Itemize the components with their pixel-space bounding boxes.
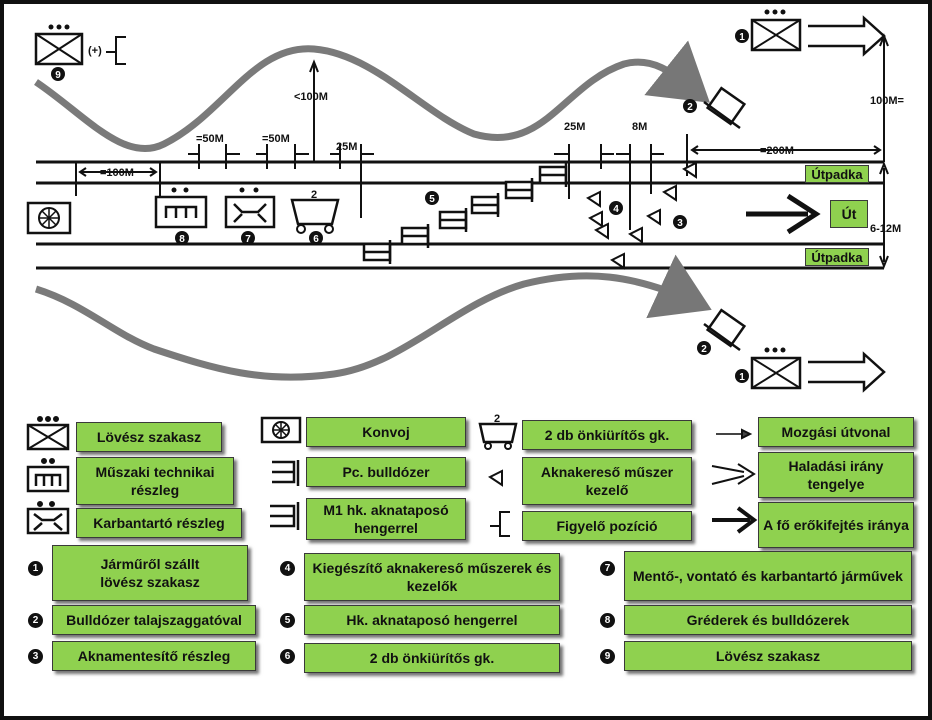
distance-50m-b: =50M xyxy=(262,133,290,145)
bulldozer-ripper-top-icon xyxy=(703,86,747,130)
number-badges: 9 1 1 2 2 3 4 5 6 7 8 xyxy=(51,29,749,383)
legend-label-mine-detector: Aknakereső műszer kezelő xyxy=(522,457,692,505)
rifle-platoon-1-top-icon xyxy=(750,9,802,52)
legend-label-rifle-platoon: Lövész szakasz xyxy=(76,422,222,452)
legend-numbered-7: Mentő-, vontató és karbantartó járművek xyxy=(624,551,912,601)
legend-convoy-icon xyxy=(260,416,302,444)
svg-text:3: 3 xyxy=(677,218,683,229)
legend-label-movement-route: Mozgási útvonal xyxy=(758,417,914,447)
legend-number-8: 8 xyxy=(600,613,615,628)
legend-number-7: 7 xyxy=(600,561,615,576)
distance-25m-b: 25M xyxy=(564,121,585,133)
vertical-dimension-right xyxy=(879,33,889,269)
svg-text:2: 2 xyxy=(687,102,693,113)
mine-rollers xyxy=(362,163,568,264)
legend-bulldozer-icon xyxy=(272,460,300,486)
advance-axis-arrow-top xyxy=(808,15,886,57)
distance-8m: 8M xyxy=(632,121,647,133)
road-shoulder-top-label: Útpadka xyxy=(805,165,869,183)
legend-label-engineer: Műszaki technikai részleg xyxy=(76,457,234,505)
legend-label-dump-trucks: 2 db önkiürítős gk. xyxy=(522,420,692,450)
observation-position-icon xyxy=(106,36,126,65)
legend-number-5: 5 xyxy=(280,613,295,628)
road-shoulder-bottom-label: Útpadka xyxy=(805,248,869,266)
distance-6-12m: 6-12M xyxy=(870,223,901,235)
legend-label-advance-axis: Haladási irány tengelye xyxy=(758,452,914,498)
svg-text:2: 2 xyxy=(494,413,500,425)
movement-route-top xyxy=(34,40,710,153)
dump-trucks-mark-2: 2 xyxy=(311,189,317,201)
distance-50m-a: =50M xyxy=(196,133,224,145)
legend-engineer-icon xyxy=(26,458,70,493)
legend-number-2: 2 xyxy=(28,613,43,628)
legend-mine-detector-icon xyxy=(488,469,503,487)
road-label: Út xyxy=(830,200,868,228)
distance-25m-a: 25M xyxy=(336,141,357,153)
legend-label-main-effort: A fő erőkifejtés iránya xyxy=(758,502,914,548)
legend-number-6: 6 xyxy=(280,649,295,664)
legend-number-1: 1 xyxy=(28,561,43,576)
legend-numbered-2: Bulldózer talajszaggatóval xyxy=(52,605,256,635)
legend-label-convoy: Konvoj xyxy=(306,417,466,447)
dump-trucks-icon xyxy=(290,198,340,234)
mine-roller-icon xyxy=(362,240,392,264)
route-clearance-diagram: (+) 100M= 6-12M xyxy=(26,9,904,537)
mine-detector-operators xyxy=(586,161,697,270)
graders-bulldozers-icon xyxy=(154,187,208,229)
distance-100m-right: 100M= xyxy=(870,95,904,107)
rifle-platoon-9-icon xyxy=(34,24,84,66)
legend-rifle-platoon-icon xyxy=(26,416,70,451)
svg-text:2: 2 xyxy=(701,344,707,355)
distance-100m-left: =100M xyxy=(100,167,134,179)
svg-text:6: 6 xyxy=(313,234,319,245)
distance-200m: =200M xyxy=(760,145,794,157)
mine-roller-icon xyxy=(538,163,568,187)
legend-number-9: 9 xyxy=(600,649,615,664)
legend-dump-trucks-icon xyxy=(478,422,518,450)
legend-label-bulldozer: Pc. bulldózer xyxy=(306,457,466,487)
legend-numbered-8: Gréderek és bulldózerek xyxy=(624,605,912,635)
legend-maintenance-icon xyxy=(26,501,70,535)
legend-numbered-1: Járműről szállt lövész szakasz xyxy=(52,545,248,601)
mine-roller-icon xyxy=(400,224,430,248)
observer-plus-label: (+) xyxy=(88,45,102,57)
legend-main-effort-icon xyxy=(712,506,758,534)
legend-observation-icon xyxy=(490,511,510,537)
road-lines xyxy=(36,160,884,270)
svg-text:4: 4 xyxy=(613,204,619,215)
bulldozer-ripper-bottom-icon xyxy=(703,308,747,352)
legend-number-4: 4 xyxy=(280,561,295,576)
recovery-maintenance-icon xyxy=(224,187,276,229)
legend-number-3: 3 xyxy=(28,649,43,664)
movement-route-bottom xyxy=(34,254,712,381)
legend-numbered-5: Hk. aknataposó hengerrel xyxy=(304,605,560,635)
dimension-arrows xyxy=(78,59,882,177)
advance-axis-arrow-bottom xyxy=(808,351,886,393)
legend-numbered-6: 2 db önkiürítős gk. xyxy=(304,643,560,673)
svg-text:7: 7 xyxy=(245,234,251,245)
legend-mine-roller-icon xyxy=(270,502,300,530)
svg-text:9: 9 xyxy=(55,70,61,81)
mine-roller-icon xyxy=(470,193,500,217)
legend-label-observation: Figyelő pozíció xyxy=(522,511,692,541)
main-effort-arrow xyxy=(746,193,821,235)
mine-roller-icon xyxy=(504,178,534,202)
svg-text:5: 5 xyxy=(429,194,435,205)
legend-label-mine-roller: M1 hk. aknataposó hengerrel xyxy=(306,498,466,540)
svg-text:1: 1 xyxy=(739,32,745,43)
rifle-platoon-1-bottom-icon xyxy=(750,347,802,390)
svg-text:1: 1 xyxy=(739,372,745,383)
legend-numbered-9: Lövész szakasz xyxy=(624,641,912,671)
mine-roller-icon xyxy=(438,208,468,232)
legend-numbered-4: Kiegészítő aknakereső műszerek és kezelő… xyxy=(304,553,560,601)
svg-text:8: 8 xyxy=(179,234,185,245)
distance-100m-vertical: <100M xyxy=(294,91,328,103)
convoy-icon xyxy=(26,201,72,235)
legend-label-maintenance: Karbantartó részleg xyxy=(76,508,242,538)
legend-advance-axis-icon xyxy=(711,463,756,485)
legend-numbered-3: Aknamentesítő részleg xyxy=(52,641,256,671)
legend-movement-route-icon xyxy=(716,428,753,440)
legend-icons: 2 xyxy=(26,413,758,537)
